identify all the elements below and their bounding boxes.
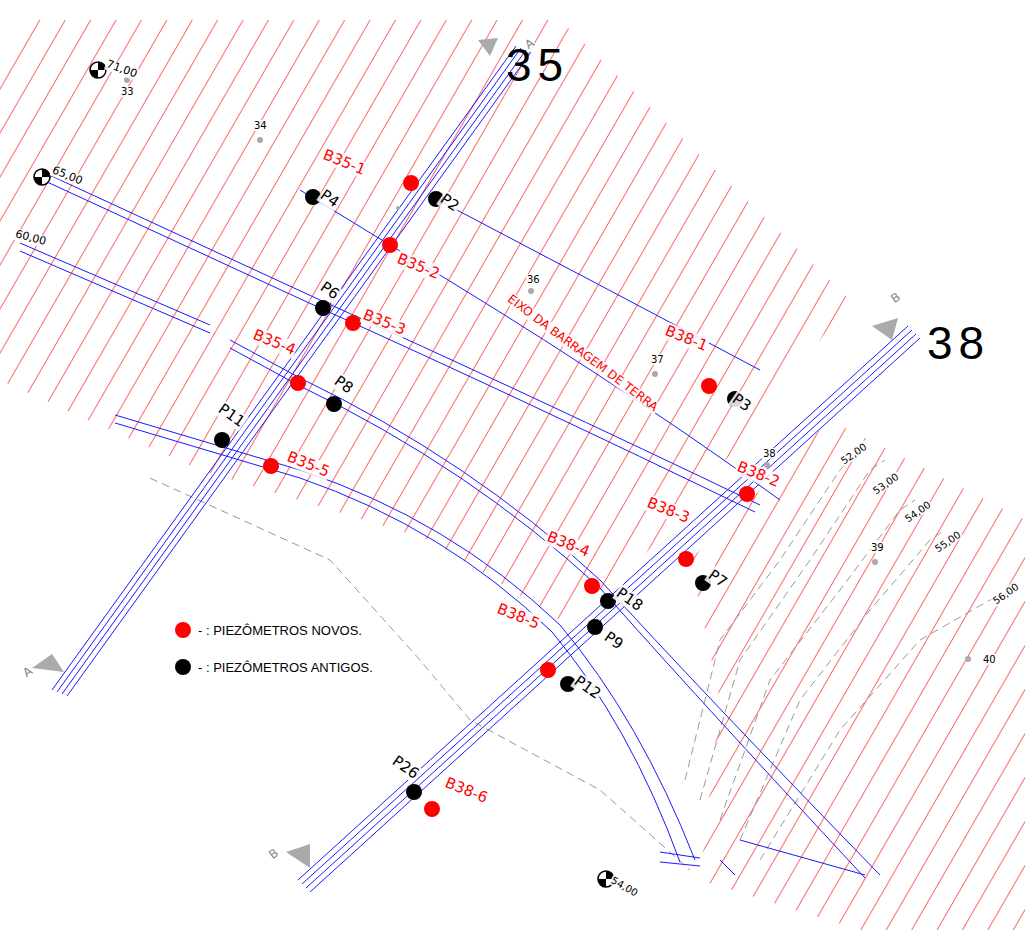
- new-piezometer-label: B35-2: [394, 250, 443, 283]
- point-number: 37: [650, 354, 665, 365]
- old-piezometer: [214, 189, 743, 800]
- point-number: 40: [982, 654, 997, 665]
- elevation-label: 60,00: [13, 228, 48, 248]
- elevation-label: 71,00: [104, 58, 140, 81]
- new-piezometer-label: B38-6: [442, 774, 491, 807]
- old-piezometer-label: P8: [331, 372, 357, 397]
- new-piezometer-label: B38-4: [544, 528, 593, 561]
- section-arrows: [32, 38, 898, 868]
- legend-ground: [150, 610, 480, 690]
- new-piezometer-label: B35-5: [284, 448, 333, 481]
- legend-swatch: [175, 659, 191, 675]
- section-number: 35: [505, 40, 570, 91]
- elevation-label: 55,00: [932, 528, 963, 555]
- new-piezometer-label: B35-4: [250, 326, 299, 359]
- point-number: 39: [870, 542, 885, 553]
- point-number: 33: [120, 86, 135, 97]
- new-piezometer: [263, 175, 755, 817]
- old-piezometer-label: P6: [317, 278, 343, 303]
- axis-label: EIXO DA BARRAGEM DE TERRA: [504, 292, 661, 415]
- point-number: 38: [762, 448, 777, 459]
- section-letter: B: [266, 846, 282, 863]
- legend-swatch: [175, 622, 191, 638]
- section-lines: [52, 46, 920, 892]
- new-piezometer-label: B35-3: [360, 306, 409, 339]
- section-letter: A: [20, 664, 36, 681]
- legend-text: - : PIEZÔMETROS NOVOS.: [198, 623, 362, 638]
- new-piezometer-label: B35-1: [320, 146, 369, 179]
- elevation-label: 65,00: [49, 164, 85, 188]
- new-piezometer-label: B38-5: [494, 600, 543, 633]
- point-number: 34: [253, 120, 268, 131]
- elevation-label: 56,00: [990, 580, 1021, 607]
- legend-text: - : PIEZÔMETROS ANTIGOS.: [198, 660, 373, 675]
- old-piezometer-label: P9: [601, 628, 627, 653]
- new-piezometer-label: B38-1: [662, 322, 711, 355]
- elevation-label: 54,00: [609, 874, 641, 899]
- contour-lines: [150, 455, 1010, 870]
- old-piezometer-label: P18: [613, 584, 647, 615]
- old-piezometer-label: P3: [729, 390, 755, 415]
- new-piezometer-label: B38-3: [644, 494, 693, 527]
- old-piezometer-label: P12: [571, 672, 605, 703]
- old-piezometer-label: P4: [317, 186, 343, 211]
- survey-point: [124, 77, 971, 662]
- elevation-label: 52,00: [838, 440, 869, 467]
- old-piezometer-label: P26: [389, 752, 423, 783]
- old-piezometer-label: P7: [705, 566, 731, 591]
- section-letter: B: [888, 290, 904, 307]
- old-piezometer-label: P2: [437, 190, 463, 215]
- point-number: 36: [526, 274, 541, 285]
- section-number: 38: [926, 318, 991, 369]
- borehole-symbol: [34, 62, 614, 887]
- old-piezometer-label: P11: [215, 400, 249, 431]
- hatch-region: [690, 420, 1025, 930]
- elevation-label: 53,00: [870, 470, 901, 497]
- new-piezometer-label: B38-2: [734, 458, 783, 491]
- dam-lines: [20, 173, 880, 878]
- elevation-label: 54,00: [902, 498, 933, 525]
